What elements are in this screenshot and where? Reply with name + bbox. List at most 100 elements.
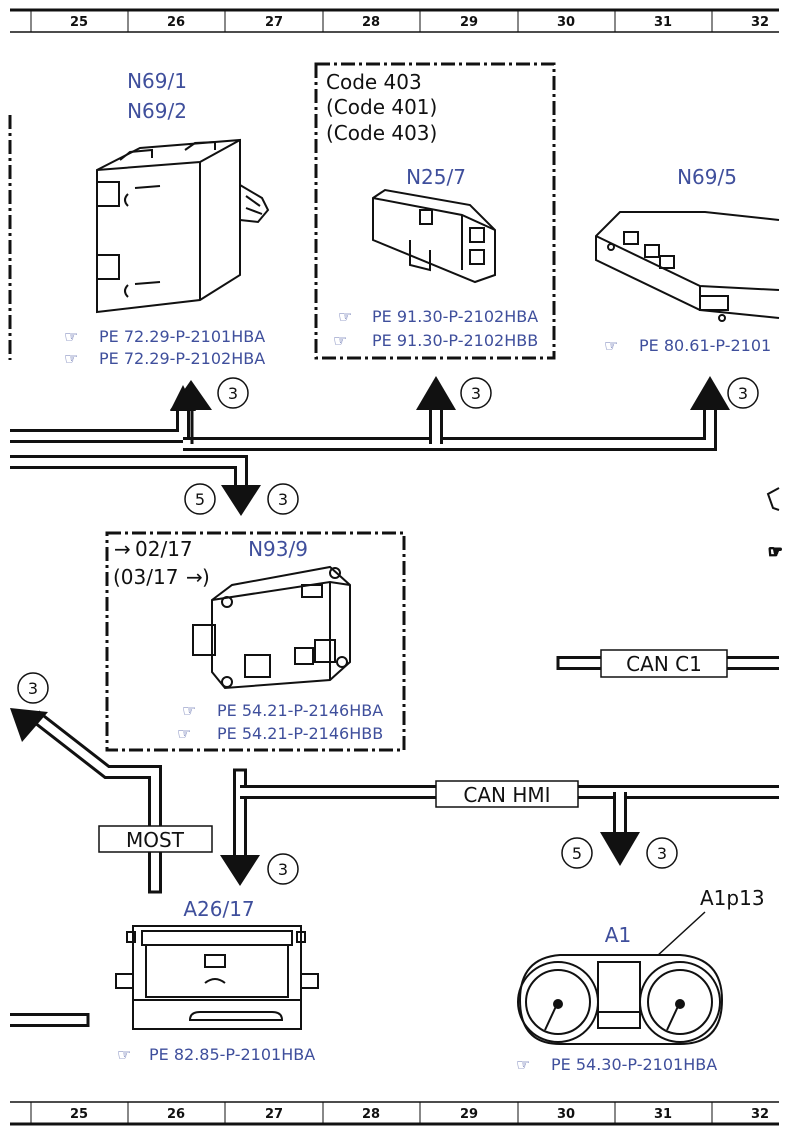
ruler-col-29: 29: [460, 15, 478, 30]
arrow-down-a1: [600, 832, 640, 866]
n69-ref-2-text[interactable]: PE 72.29-P-2102HBA: [99, 349, 265, 368]
n25-7-code-2: (Code 401): [326, 95, 437, 119]
n25-7-code-1: Code 403: [326, 70, 422, 94]
hand-pointer-icon: ☞: [333, 331, 347, 350]
n25-7-code-3: (Code 403): [326, 121, 437, 145]
circle-a26-down: 3: [267, 853, 299, 885]
ruler-col-25-bottom: 25: [70, 1107, 88, 1122]
a26-ref[interactable]: ☞ PE 82.85-P-2101HBA: [117, 1045, 315, 1064]
svg-text:3: 3: [278, 490, 288, 509]
svg-text:CAN HMI: CAN HMI: [463, 783, 550, 807]
circle-n69-5-up: 3: [727, 377, 759, 409]
svg-text:5: 5: [195, 490, 205, 509]
hand-pointer-icon: ☞: [64, 327, 78, 346]
n93-ref-1[interactable]: ☞ PE 54.21-P-2146HBA: [182, 701, 383, 720]
bus-lines: [10, 410, 779, 1027]
n93-9-date-2-close: ): [202, 565, 210, 589]
arrow-up-n25-7: [416, 376, 456, 410]
svg-text:5: 5: [572, 844, 582, 863]
n93-9-date-1-value: 02/17: [135, 537, 193, 561]
n93-9-module-drawing: [192, 565, 351, 690]
n93-9-date-2: (03/17: [113, 565, 178, 589]
n93-9-label: N93/9: [248, 537, 308, 561]
n93-9-date-box: [105, 531, 406, 752]
arrows: [10, 376, 730, 886]
circle-n25-up: 3: [460, 377, 492, 409]
top-ruler: 25 26 27 28 29 30 31 32: [10, 8, 779, 33]
ruler-col-32-bottom: 32: [751, 1107, 769, 1122]
n69-module-drawing: [96, 138, 270, 314]
arrow-down-n93-9: [221, 485, 261, 516]
n69-ref-1-text[interactable]: PE 72.29-P-2101HBA: [99, 327, 265, 346]
ruler-col-26: 26: [167, 15, 185, 30]
ruler-col-26-bottom: 26: [167, 1107, 185, 1122]
instrument-cluster-drawing: [517, 954, 724, 1045]
n69-5-label: N69/5: [677, 165, 737, 189]
can-hmi-label: CAN HMI: [435, 780, 579, 808]
bottom-ruler: 25 26 27 28 29 30 31 32: [10, 1101, 779, 1126]
a1-label: A1: [605, 923, 631, 947]
n25-7-component: Code 403 (Code 401) (Code 403) N25/7 ☞ P…: [326, 70, 538, 350]
n69-5-module-drawing: [595, 211, 780, 322]
a1-component: A1 A1p13 ☞ PE 54.30-P-2101HBA: [516, 886, 765, 1074]
a1-ref-text[interactable]: PE 54.30-P-2101HBA: [551, 1055, 717, 1074]
a1-ref[interactable]: ☞ PE 54.30-P-2101HBA: [516, 1055, 717, 1074]
ruler-col-28: 28: [362, 15, 380, 30]
ruler-col-27: 27: [265, 15, 283, 30]
a26-ref-text[interactable]: PE 82.85-P-2101HBA: [149, 1045, 315, 1064]
ruler-col-30-bottom: 30: [557, 1107, 575, 1122]
n93-9-date-1: →: [114, 537, 131, 561]
n69-5-ref-text[interactable]: PE 80.61-P-2101: [639, 336, 771, 355]
n69-2-label: N69/2: [127, 99, 187, 123]
hand-pointer-icon: ☞: [117, 1045, 131, 1064]
ruler-col-31: 31: [654, 15, 672, 30]
n25-ref-2-text[interactable]: PE 91.30-P-2102HBB: [372, 331, 538, 350]
hand-pointer-icon: ☞: [182, 701, 196, 720]
hand-pointer-icon: ☞: [516, 1055, 530, 1074]
hand-pointer-icon: ☞: [177, 724, 191, 743]
n25-ref-1-text[interactable]: PE 91.30-P-2102HBA: [372, 307, 538, 326]
a26-17-unit-drawing: [115, 925, 319, 1030]
can-c1-label: CAN C1: [600, 649, 728, 678]
a26-17-label: A26/17: [183, 897, 254, 921]
ruler-col-30: 30: [557, 15, 575, 30]
circle-n69-up: 3: [217, 377, 249, 409]
circle-a1-down-right: 3: [646, 837, 678, 869]
arrow-most-up: [10, 708, 48, 742]
svg-text:3: 3: [657, 844, 667, 863]
arrow-down-a26-17: [220, 855, 260, 886]
circle-n93-down-left: 5: [184, 483, 216, 515]
hand-pointer-icon: ☞: [338, 307, 352, 326]
ruler-col-25: 25: [70, 15, 88, 30]
n69-5-component: N69/5 ☞ PE 80.61-P-2101: [595, 165, 780, 355]
n69-ref-1[interactable]: ☞ PE 72.29-P-2101HBA: [64, 327, 265, 346]
svg-text:3: 3: [471, 384, 481, 403]
arrow-up-n69-main: [170, 380, 212, 410]
n93-ref-2-text[interactable]: PE 54.21-P-2146HBB: [217, 724, 383, 743]
ruler-col-29-bottom: 29: [460, 1107, 478, 1122]
code-boundaries: [8, 62, 556, 752]
n69-1-label: N69/1: [127, 69, 187, 93]
n25-7-code-box: [314, 62, 556, 360]
n25-ref-1[interactable]: ☞ PE 91.30-P-2102HBA: [338, 307, 538, 326]
n93-ref-1-text[interactable]: PE 54.21-P-2146HBA: [217, 701, 383, 720]
n25-7-label: N25/7: [406, 165, 466, 189]
svg-text:3: 3: [738, 384, 748, 403]
ruler-col-28-bottom: 28: [362, 1107, 380, 1122]
ruler-col-31-bottom: 31: [654, 1107, 672, 1122]
n93-ref-2[interactable]: ☞ PE 54.21-P-2146HBB: [177, 724, 383, 743]
hand-pointer-icon: ☞: [768, 542, 782, 561]
n25-7-module-drawing: [372, 188, 496, 284]
n69-ref-2[interactable]: ☞ PE 72.29-P-2102HBA: [64, 349, 265, 368]
most-label: MOST: [98, 825, 213, 853]
ruler-col-32: 32: [751, 15, 769, 30]
hand-pointer-icon: ☞: [64, 349, 78, 368]
svg-text:3: 3: [228, 384, 238, 403]
n25-ref-2[interactable]: ☞ PE 91.30-P-2102HBB: [333, 331, 538, 350]
hand-pointer-icon: ☞: [604, 336, 618, 355]
offpage-component-stub: ☞: [766, 487, 783, 562]
n69-5-ref[interactable]: ☞ PE 80.61-P-2101: [604, 336, 771, 355]
a26-17-component: A26/17 ☞ PE 82.85-P-2101HBA: [115, 897, 319, 1064]
circle-a1-down-left: 5: [561, 837, 593, 869]
